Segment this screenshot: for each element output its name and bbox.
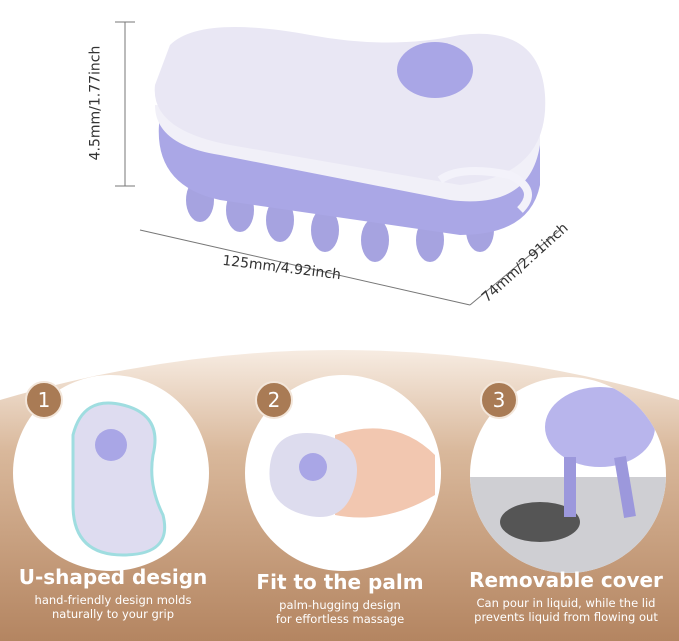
- feature-title: U-shaped design: [18, 565, 208, 589]
- feature-number-badge: 2: [255, 381, 293, 419]
- feature-description-line: hand-friendly design molds: [34, 593, 192, 607]
- feature-description-line: prevents liquid from flowing out: [474, 610, 658, 624]
- dimension-lines: [115, 21, 561, 306]
- feature-number-badge: 3: [480, 381, 518, 419]
- feature-title: Fit to the palm: [256, 570, 424, 594]
- feature-description-line: for effortless massage: [275, 612, 405, 626]
- feature-description-line: naturally to your grip: [52, 607, 174, 621]
- feature-number-badge: 1: [25, 381, 63, 419]
- feature-title: Removable cover: [469, 568, 663, 592]
- feature-description-line: Can pour in liquid, while the lid: [476, 596, 656, 610]
- product-image: [154, 27, 546, 262]
- height-dimension-label: 4.5mm/1.77inch: [87, 45, 104, 161]
- feature-description-line: palm-hugging design: [279, 598, 401, 612]
